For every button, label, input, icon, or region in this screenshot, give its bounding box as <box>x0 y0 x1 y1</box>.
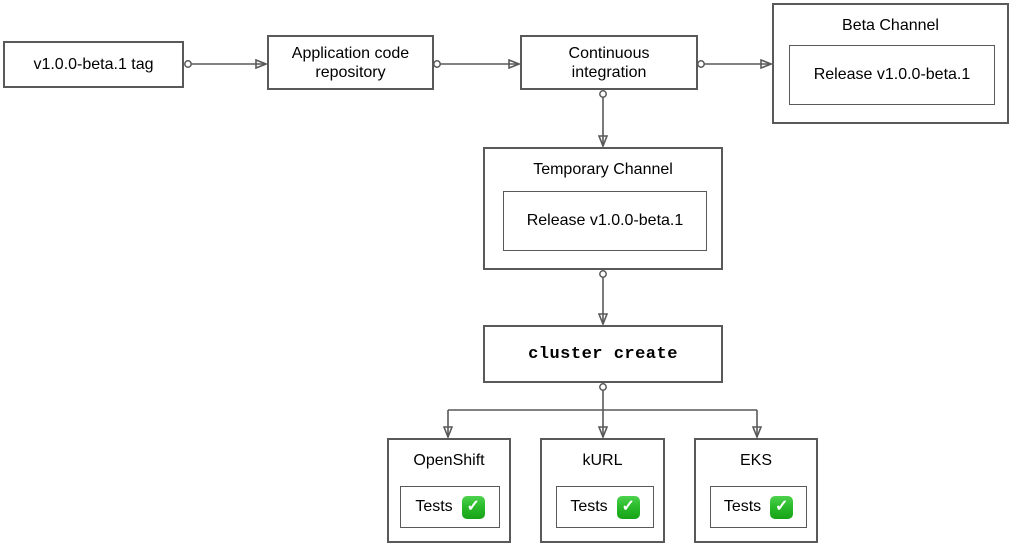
check-icon: ✓ <box>461 495 485 519</box>
temporary-release-label: Release v1.0.0-beta.1 <box>526 212 684 229</box>
app-repo-label: Application code repository <box>291 44 410 81</box>
openshift-title: OpenShift <box>413 452 485 469</box>
app-repo-node: Application code repository <box>267 35 434 90</box>
cluster-node-eks: EKS Tests ✓ <box>694 438 818 543</box>
cluster-node-openshift: OpenShift Tests ✓ <box>387 438 511 543</box>
temporary-channel-title: Temporary Channel <box>533 161 673 178</box>
check-icon: ✓ <box>770 495 794 519</box>
cluster-node-kurl: kURL Tests ✓ <box>540 438 665 543</box>
beta-channel-node: Beta Channel Release v1.0.0-beta.1 <box>772 3 1009 124</box>
kurl-tests-box: Tests ✓ <box>556 486 654 528</box>
beta-release-box: Release v1.0.0-beta.1 <box>789 45 995 105</box>
eks-tests-box: Tests ✓ <box>710 486 807 528</box>
tests-label: Tests <box>723 498 762 515</box>
ci-label: Continuous integration <box>568 44 650 81</box>
tag-node: v1.0.0-beta.1 tag <box>3 41 184 88</box>
tag-label: v1.0.0-beta.1 tag <box>33 56 154 73</box>
check-icon: ✓ <box>616 495 640 519</box>
cluster-create-node: cluster create <box>483 325 723 383</box>
cluster-create-label: cluster create <box>528 344 678 364</box>
beta-release-label: Release v1.0.0-beta.1 <box>813 66 971 83</box>
beta-channel-title: Beta Channel <box>842 17 939 34</box>
tests-row: Tests ✓ <box>415 495 485 519</box>
temporary-release-box: Release v1.0.0-beta.1 <box>503 191 707 251</box>
tests-row: Tests ✓ <box>723 495 794 519</box>
ci-node: Continuous integration <box>520 35 698 90</box>
kurl-title: kURL <box>582 452 623 469</box>
openshift-tests-box: Tests ✓ <box>400 486 500 528</box>
tests-label: Tests <box>415 498 453 515</box>
eks-title: EKS <box>739 452 772 469</box>
tests-row: Tests ✓ <box>570 495 640 519</box>
tests-label: Tests <box>570 498 608 515</box>
temporary-channel-node: Temporary Channel Release v1.0.0-beta.1 <box>483 147 723 270</box>
